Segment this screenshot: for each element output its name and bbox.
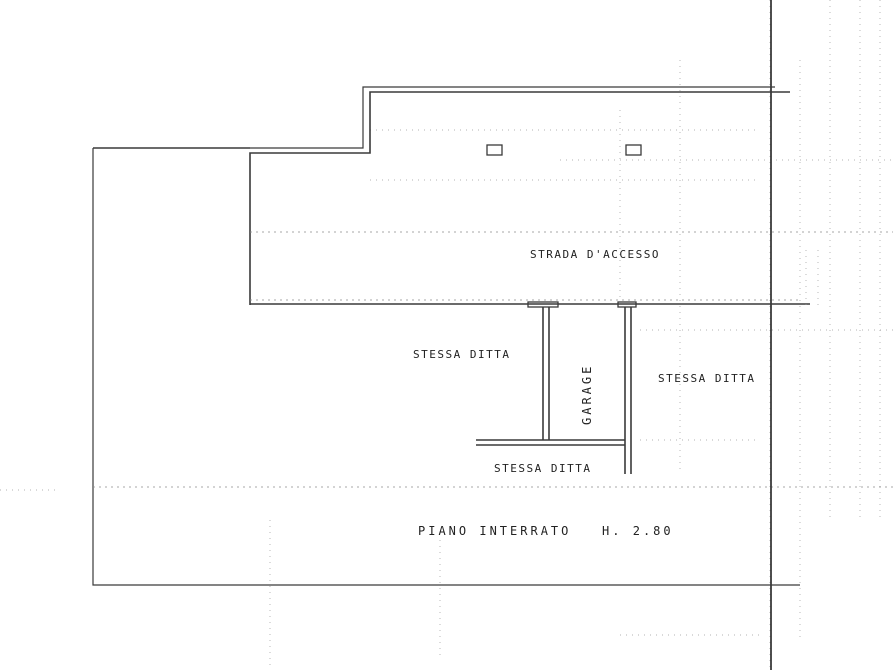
outer-boundary: [92, 147, 893, 586]
same-ownership-right-label: STESSA DITTA: [658, 372, 755, 385]
access-road-label: STRADA D'ACCESSO: [530, 248, 660, 261]
floor-title-label: PIANO INTERRATO H. 2.80: [418, 524, 674, 538]
right-boundary: [770, 0, 819, 670]
garage-label: GARAGE: [580, 364, 594, 425]
vent-right: [625, 144, 642, 156]
access-road-block: [249, 86, 893, 305]
same-ownership-left-label: STESSA DITTA: [413, 348, 510, 361]
garage-walls: [476, 301, 637, 474]
vent-left: [486, 144, 503, 156]
same-ownership-bottom-label: STESSA DITTA: [494, 462, 591, 475]
